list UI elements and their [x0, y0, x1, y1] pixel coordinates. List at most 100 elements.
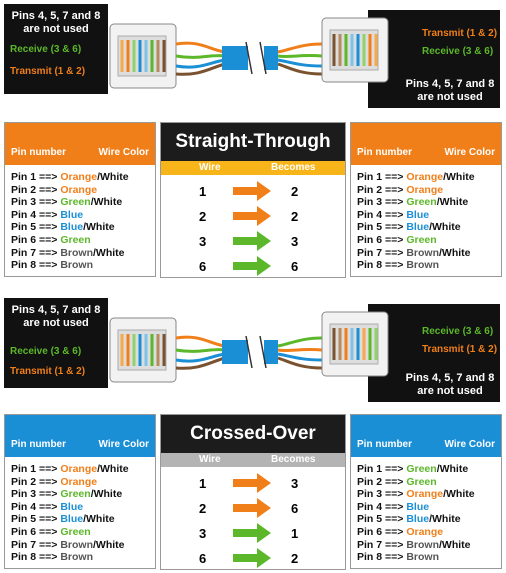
wire-color-primary: Orange: [406, 488, 444, 501]
pin-prefix: Pin 8 ==>: [357, 551, 407, 564]
pin-prefix: Pin 5 ==>: [357, 221, 407, 234]
co-wire-header: Wire: [199, 454, 221, 465]
wire-color-primary: Brown: [406, 259, 439, 272]
wire-color-primary: Brown: [406, 246, 439, 259]
becomes-number: 6: [291, 259, 299, 274]
pin-row: Pin 6 ==> Green: [11, 526, 155, 539]
pin-number-header: Pin number: [11, 147, 67, 158]
wire-color-primary: Blue: [60, 500, 84, 513]
wire-color-secondary: /White: [97, 171, 129, 183]
st-right-receive-label: Receive (3 & 6): [422, 46, 494, 57]
wire-color-primary: Blue: [60, 513, 84, 526]
wire-color-primary: Orange: [406, 525, 444, 538]
co-right-transmit-label: Transmit (1 & 2): [422, 344, 498, 355]
wire-color-primary: Blue: [60, 208, 84, 221]
wire-color-primary: Green: [60, 196, 91, 209]
wire-color-secondary: /White: [97, 463, 129, 475]
st-wire-header: Wire: [199, 162, 221, 173]
wire-color-primary: Brown: [60, 538, 93, 551]
wire-color-primary: Green: [406, 463, 437, 475]
wire-color-secondary: /White: [90, 196, 123, 209]
pin-prefix: Pin 3 ==>: [11, 196, 61, 209]
arrow-right-icon: [233, 181, 271, 201]
pin-prefix: Pin 2 ==>: [357, 183, 407, 196]
pin-prefix: Pin 2 ==>: [11, 183, 61, 196]
arrow-right-icon: [233, 206, 271, 226]
pin-row: Pin 8 ==> Brown: [11, 259, 155, 272]
pin-row: Pin 1 ==> Orange/White: [11, 171, 155, 184]
pin-row: Pin 2 ==> Orange: [357, 184, 501, 197]
st-cable-illustration: [109, 17, 389, 89]
pin-row: Pin 5 ==> Blue/White: [11, 513, 155, 526]
co-left-label-box: [4, 298, 108, 388]
wire-color-primary: Orange: [406, 183, 444, 196]
wire-color-primary: Green: [60, 488, 91, 501]
wire-number: 1: [199, 184, 207, 199]
pin-row: Pin 4 ==> Blue: [11, 501, 155, 514]
wire-color-secondary: /White: [93, 538, 125, 551]
wire-color-secondary: /White: [443, 488, 475, 501]
st-right-panel-header: Pin number Wire Color: [351, 123, 501, 165]
wire-number: 6: [199, 259, 207, 274]
st-left-pin-panel: Pin number Wire Color Pin 1 ==> Orange/W…: [4, 122, 156, 277]
pin-row: Pin 3 ==> Green/White: [11, 488, 155, 501]
co-becomes-header: Becomes: [271, 454, 316, 465]
wire-color-primary: Blue: [406, 221, 430, 234]
arrow-right-icon: [233, 523, 271, 543]
wire-color-primary: Blue: [406, 500, 430, 513]
wire-color-primary: Blue: [406, 208, 430, 221]
co-right-label-box: [368, 304, 500, 402]
wire-color-primary: Blue: [406, 513, 430, 526]
wire-color-primary: Green: [406, 233, 437, 246]
pin-prefix: Pin 5 ==>: [11, 513, 61, 526]
pin-prefix: Pin 3 ==>: [357, 196, 407, 209]
pin-row: Pin 2 ==> Orange: [11, 184, 155, 197]
pin-row: Pin 6 ==> Green: [357, 234, 501, 247]
wire-number: 2: [199, 501, 207, 516]
wire-color-secondary: /White: [429, 513, 461, 526]
pin-row: Pin 3 ==> Green/White: [357, 196, 501, 209]
pin-row: Pin 5 ==> Blue/White: [357, 513, 501, 526]
st-left-label-box: [4, 4, 108, 94]
wire-color-primary: Green: [60, 525, 91, 538]
pin-prefix: Pin 2 ==>: [357, 475, 407, 488]
pin-row: Pin 3 ==> Green/White: [11, 196, 155, 209]
wire-number: 3: [199, 526, 207, 541]
st-title: Straight-Through: [161, 123, 345, 161]
arrow-right-icon: [233, 548, 271, 568]
arrow-right-icon: [233, 473, 271, 493]
co-left-panel-header: Pin number Wire Color: [5, 415, 155, 457]
wire-color-secondary: /White: [83, 513, 115, 526]
st-right-transmit-label: Transmit (1 & 2): [422, 28, 498, 39]
pin-number-header: Pin number: [11, 439, 67, 450]
co-right-pin-panel: Pin number Wire Color Pin 1 ==> Green/Wh…: [350, 414, 502, 569]
pin-prefix: Pin 1 ==>: [357, 171, 407, 183]
pin-prefix: Pin 8 ==>: [357, 259, 407, 272]
wire-color-secondary: /White: [83, 221, 115, 234]
wire-number: 3: [199, 234, 207, 249]
wire-color-primary: Brown: [406, 538, 439, 551]
pin-row: Pin 7 ==> Brown/White: [357, 539, 501, 552]
pin-row: Pin 2 ==> Orange: [11, 476, 155, 489]
pin-prefix: Pin 1 ==>: [11, 171, 61, 183]
pin-number-header: Pin number: [357, 147, 413, 158]
st-left-panel-header: Pin number Wire Color: [5, 123, 155, 165]
wire-color-secondary: /White: [439, 538, 471, 551]
wire-number: 1: [199, 476, 207, 491]
wire-color-secondary: /White: [443, 171, 475, 183]
pin-prefix: Pin 4 ==>: [357, 208, 407, 221]
wire-color-secondary: /White: [93, 246, 125, 259]
pin-prefix: Pin 5 ==>: [357, 513, 407, 526]
pin-prefix: Pin 2 ==>: [11, 475, 61, 488]
